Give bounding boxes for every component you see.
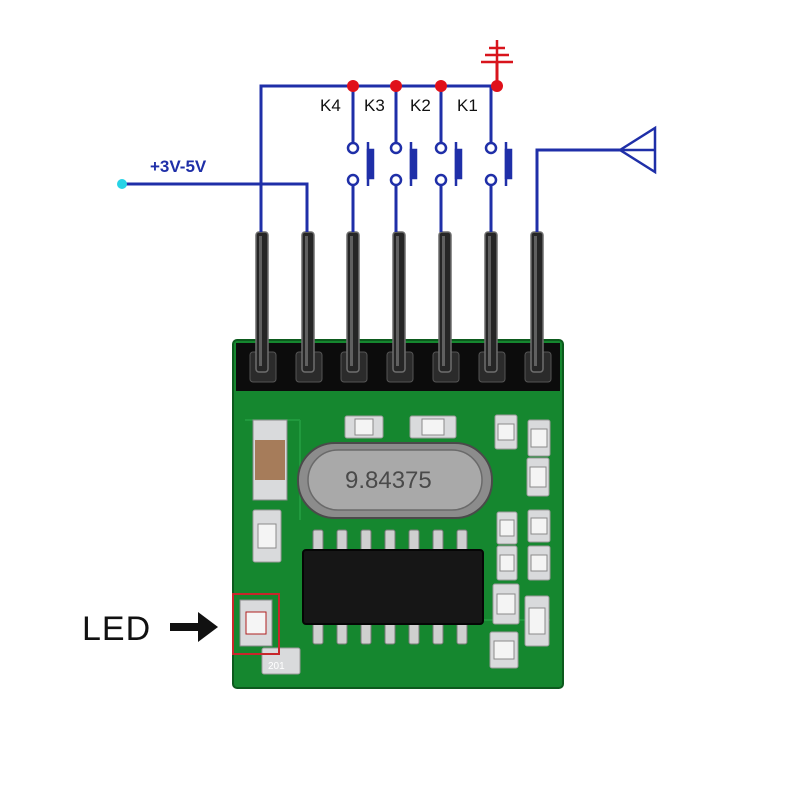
pin-minus-label: −	[233, 325, 245, 347]
antenna-icon	[617, 125, 657, 175]
switch-label-k1: K1	[457, 96, 478, 115]
led-component	[239, 599, 273, 647]
encoder-ic	[302, 529, 484, 645]
supply-voltage-label: +3V-5V	[150, 157, 207, 176]
led-label: LED	[82, 610, 151, 648]
switch-label-k3: K3	[364, 96, 385, 115]
ground-symbol-icon	[481, 40, 513, 64]
switch-label-k2: K2	[410, 96, 431, 115]
pin-plus-label: +	[282, 323, 294, 345]
led-highlight-box	[232, 593, 280, 655]
push-switches	[346, 141, 513, 187]
supply-terminal-dot	[117, 179, 127, 189]
junction-nodes	[347, 80, 503, 92]
switch-label-k4: K4	[320, 96, 341, 115]
schematic-wires	[122, 62, 620, 232]
smd-components	[252, 414, 551, 675]
crystal-oscillator	[297, 442, 493, 519]
crystal-marking: 9.84375	[345, 467, 432, 494]
silk-label: 201	[268, 661, 285, 672]
arrow-right-icon	[170, 612, 218, 642]
tantalum-capacitor	[252, 419, 288, 501]
